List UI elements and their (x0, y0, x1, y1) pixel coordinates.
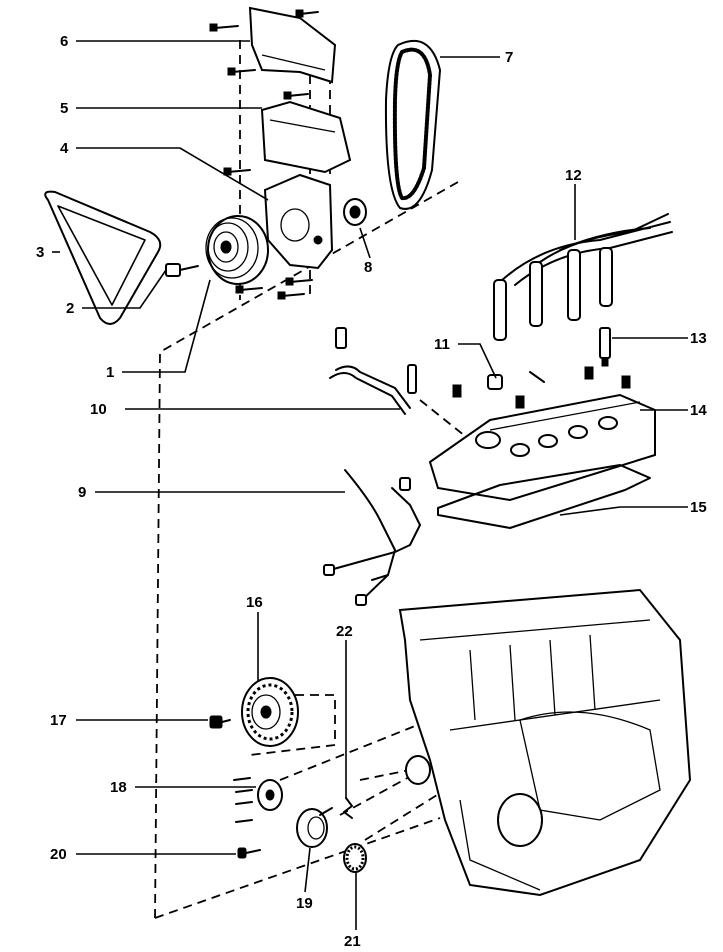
callout-20: 20 (50, 846, 67, 863)
harness-bracket (329, 364, 417, 415)
pulley-bolt (165, 263, 199, 277)
callout-22: 22 (336, 623, 353, 640)
leader-lines (52, 40, 688, 930)
wiring-harness (323, 469, 421, 606)
callout-16: 16 (246, 594, 263, 611)
camshaft-pulley-bolt (209, 715, 231, 729)
callout-21: 21 (344, 933, 361, 950)
callout-2: 2 (66, 300, 74, 317)
cover-bolts (209, 9, 319, 300)
callout-15: 15 (690, 499, 707, 516)
engine-block (398, 588, 692, 897)
head-cover-nuts (452, 366, 631, 409)
callout-18: 18 (110, 779, 127, 796)
middle-timing-cover (260, 100, 352, 174)
tensioner-bolt (237, 847, 261, 859)
callout-10: 10 (90, 401, 107, 418)
callout-4: 4 (60, 140, 69, 157)
callout-12: 12 (565, 167, 582, 184)
callout-8: 8 (364, 259, 372, 276)
callout-labels: 6 5 4 3 2 1 7 8 9 10 11 12 13 14 15 16 1… (36, 33, 707, 950)
callout-11: 11 (434, 336, 450, 353)
crankshaft-timing-pulley (343, 843, 367, 873)
lower-timing-cover (263, 173, 334, 270)
idler-pulley (233, 777, 283, 823)
callout-19: 19 (296, 895, 313, 912)
oil-seal (343, 198, 367, 226)
callout-3: 3 (36, 244, 44, 261)
callout-9: 9 (78, 484, 86, 501)
callout-5: 5 (60, 100, 68, 117)
timing-belt (384, 40, 441, 210)
ignition-wires (493, 213, 673, 341)
spark-plug (599, 327, 611, 367)
camshaft-timing-pulley (241, 677, 299, 747)
head-cover-gasket (437, 464, 651, 529)
callout-7: 7 (505, 49, 513, 66)
tension-spring (343, 797, 353, 819)
callout-1: 1 (106, 364, 114, 381)
callout-17: 17 (50, 712, 67, 729)
upper-timing-cover (248, 6, 337, 84)
cam-position-sensor (335, 327, 545, 390)
v-belt (44, 190, 162, 325)
callout-6: 6 (60, 33, 68, 50)
cylinder-head-cover (428, 393, 656, 502)
crankshaft-pulley (205, 215, 269, 285)
callout-14: 14 (690, 402, 707, 419)
callout-13: 13 (690, 330, 707, 347)
tensioner-pulley (296, 807, 333, 848)
